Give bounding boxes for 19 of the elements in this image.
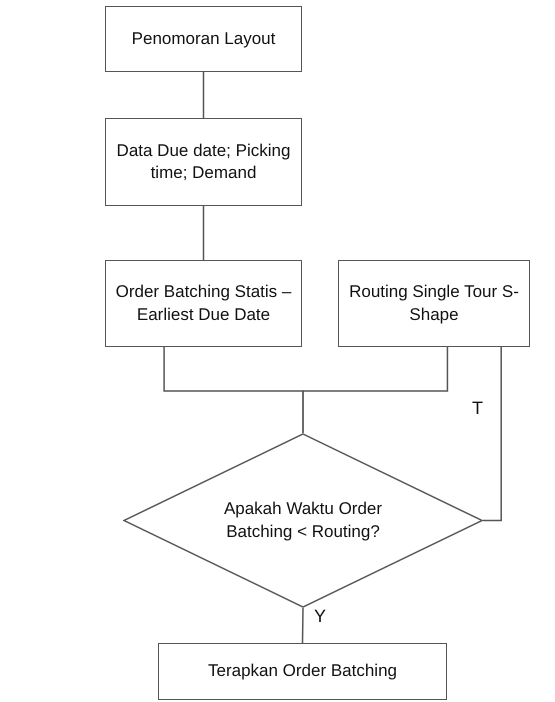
process-box [105,118,302,206]
node-text: Routing Single Tour S-Shape [348,281,520,326]
process-box [105,260,302,347]
node-text: Order Batching Statis – Earliest Due Date [114,281,292,326]
edge-label: T [472,398,483,419]
process-box [105,6,302,72]
decision-diamond [123,433,483,608]
process-box [338,260,530,347]
node-text: Terapkan Order Batching [207,660,398,682]
connector-line [202,72,204,118]
connector-line [302,608,304,644]
node-text: Data Due date; Picking time; Demand [116,140,292,184]
connector-line [302,347,448,433]
node-text: Apakah Waktu Order Batching < Routing? [222,498,384,542]
connector-line [202,206,204,260]
edge-label: Y [314,606,326,627]
node-text: Penomoran Layout [130,28,276,50]
connector-line [483,347,502,522]
process-box [158,643,447,700]
